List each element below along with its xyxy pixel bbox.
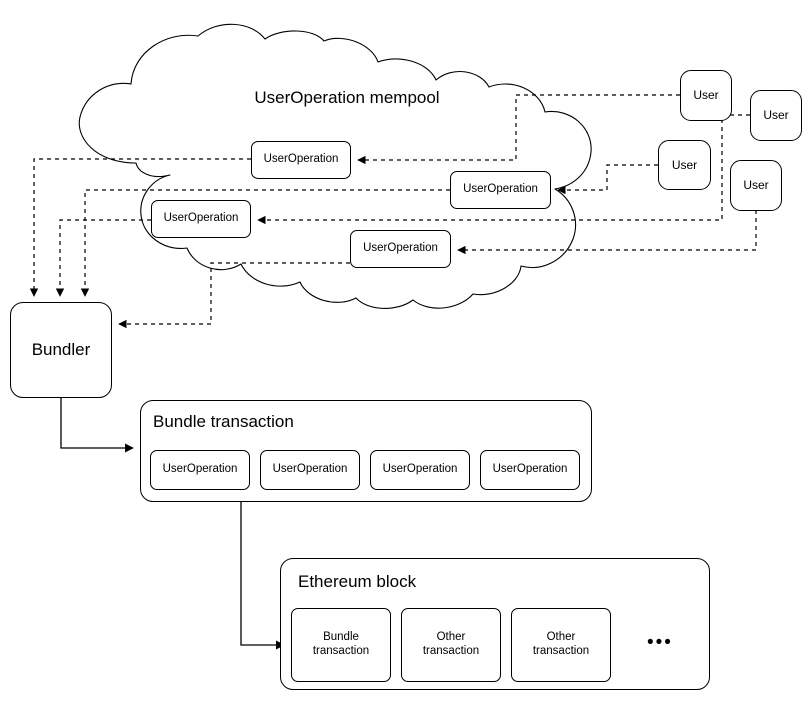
bundler-node[interactable]: Bundler — [10, 302, 112, 398]
user-node-1[interactable]: User — [680, 70, 732, 121]
mempool-userop-1-label: UserOperation — [263, 153, 339, 166]
edge-user2-to-userop3 — [257, 114, 750, 225]
edge-userop4-to-bundler — [118, 262, 350, 329]
ethereum-tx-3-line1: Other — [546, 631, 576, 644]
mempool-userop-1[interactable]: UserOperation — [251, 141, 351, 179]
user-node-4-label: User — [743, 178, 769, 193]
mempool-userop-2-label: UserOperation — [463, 183, 538, 196]
edge-user1-to-userop1 — [357, 94, 680, 165]
edge-userop1-to-bundler — [29, 158, 251, 297]
edge-bundle-transaction-to-ethereum-block — [240, 502, 285, 650]
ethereum-tx-2-line2: transaction — [422, 645, 480, 657]
user-node-2-label: User — [763, 108, 789, 123]
ethereum-tx-2-line1: Other — [436, 631, 466, 644]
ethereum-block-ellipsis: ••• — [647, 632, 673, 653]
user-node-3[interactable]: User — [658, 140, 711, 190]
bundle-userop-2[interactable]: UserOperation — [260, 450, 360, 490]
bundle-userop-4[interactable]: UserOperation — [480, 450, 580, 490]
bundler-label: Bundler — [31, 339, 91, 359]
bundle-userop-1[interactable]: UserOperation — [150, 450, 250, 490]
mempool-userop-3[interactable]: UserOperation — [151, 200, 251, 238]
edge-bundler-to-bundle-transaction — [60, 398, 134, 453]
user-node-2[interactable]: User — [750, 90, 802, 141]
user-node-3-label: User — [671, 157, 698, 172]
mempool-title: UserOperation mempool — [254, 88, 440, 107]
ethereum-tx-1[interactable]: Bundle transaction — [291, 608, 391, 682]
bundle-userop-2-label: UserOperation — [272, 463, 348, 476]
edge-user3-to-userop2 — [557, 164, 658, 195]
ethereum-tx-2[interactable]: Other transaction — [401, 608, 501, 682]
user-node-1-label: User — [693, 88, 719, 103]
mempool-userop-2[interactable]: UserOperation — [450, 171, 551, 209]
mempool-userop-3-label: UserOperation — [163, 212, 239, 225]
mempool-userop-4[interactable]: UserOperation — [350, 230, 451, 268]
ethereum-tx-3-line2: transaction — [532, 645, 590, 657]
bundle-userop-3-label: UserOperation — [382, 463, 458, 476]
ethereum-tx-1-line1: Bundle — [323, 631, 359, 644]
edge-userop3-to-bundler — [55, 219, 151, 297]
bundle-transaction-title: Bundle transaction — [153, 412, 294, 431]
bundle-userop-4-label: UserOperation — [492, 463, 568, 476]
ethereum-tx-3[interactable]: Other transaction — [511, 608, 611, 682]
ethereum-block-title: Ethereum block — [298, 572, 417, 591]
edge-user4-to-userop4 — [457, 210, 757, 255]
mempool-userop-4-label: UserOperation — [363, 242, 438, 255]
edge-userop2-to-bundler — [80, 189, 450, 297]
user-node-4[interactable]: User — [730, 160, 782, 211]
bundle-userop-3[interactable]: UserOperation — [370, 450, 470, 490]
bundle-userop-1-label: UserOperation — [162, 463, 238, 476]
ethereum-tx-1-line2: transaction — [312, 645, 370, 657]
